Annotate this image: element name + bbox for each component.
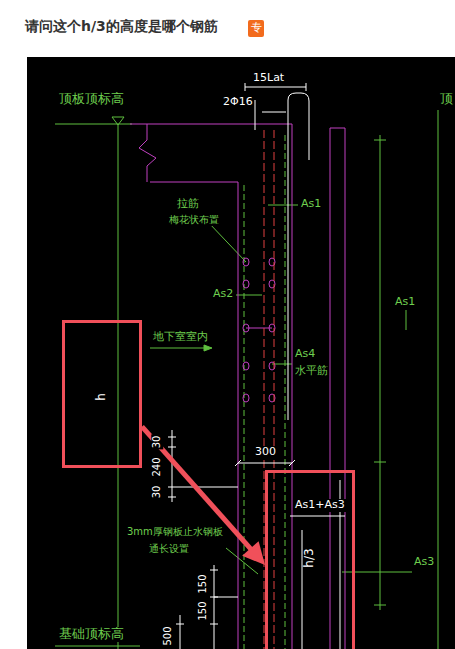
dimension: 300	[254, 446, 277, 459]
waterstop-note: 3mm厚钢板止水钢板	[126, 526, 224, 538]
tie-note: 梅花状布置	[168, 214, 220, 226]
tie-note: 拉筋	[176, 198, 200, 211]
dimension: 30	[151, 485, 163, 500]
rebar-callout: As2	[212, 288, 234, 301]
elevation-label: 顶板顶标高	[58, 92, 125, 107]
question-title: 请问这个h/3的高度是哪个钢筋	[25, 18, 218, 34]
dimension: 500	[162, 625, 174, 646]
elevation-label: 顶	[439, 92, 454, 107]
highlight-box: h	[62, 320, 142, 468]
rebar-callout: As1	[394, 296, 416, 309]
height-mark: h	[95, 393, 109, 401]
badge-text: 专	[251, 22, 262, 35]
height-mark: h/3	[303, 548, 317, 567]
waterstop-note: 通长设置	[148, 543, 190, 555]
dimension: 240	[151, 456, 163, 477]
elevation-label: 基础顶标高	[58, 627, 125, 642]
rebar-callout: As1+As3	[294, 499, 346, 512]
room-label: 地下室室内	[152, 331, 209, 344]
rebar-callout: As4	[294, 348, 316, 361]
rebar-note: 水平筋	[294, 365, 329, 378]
arrow-head	[242, 541, 265, 565]
tag-badge: 专	[248, 20, 264, 37]
dimension: 150	[197, 573, 209, 594]
dimension: 150	[197, 600, 209, 621]
dimension: 30	[151, 435, 163, 450]
highlight-box: h/3	[265, 470, 355, 649]
anchorage-length: 15Lat	[252, 72, 285, 85]
rebar-spec: 2Φ16	[222, 96, 254, 109]
rebar-callout: As3	[413, 556, 435, 569]
rebar-callout: As1	[300, 198, 322, 211]
pointer-arrow	[142, 427, 265, 565]
